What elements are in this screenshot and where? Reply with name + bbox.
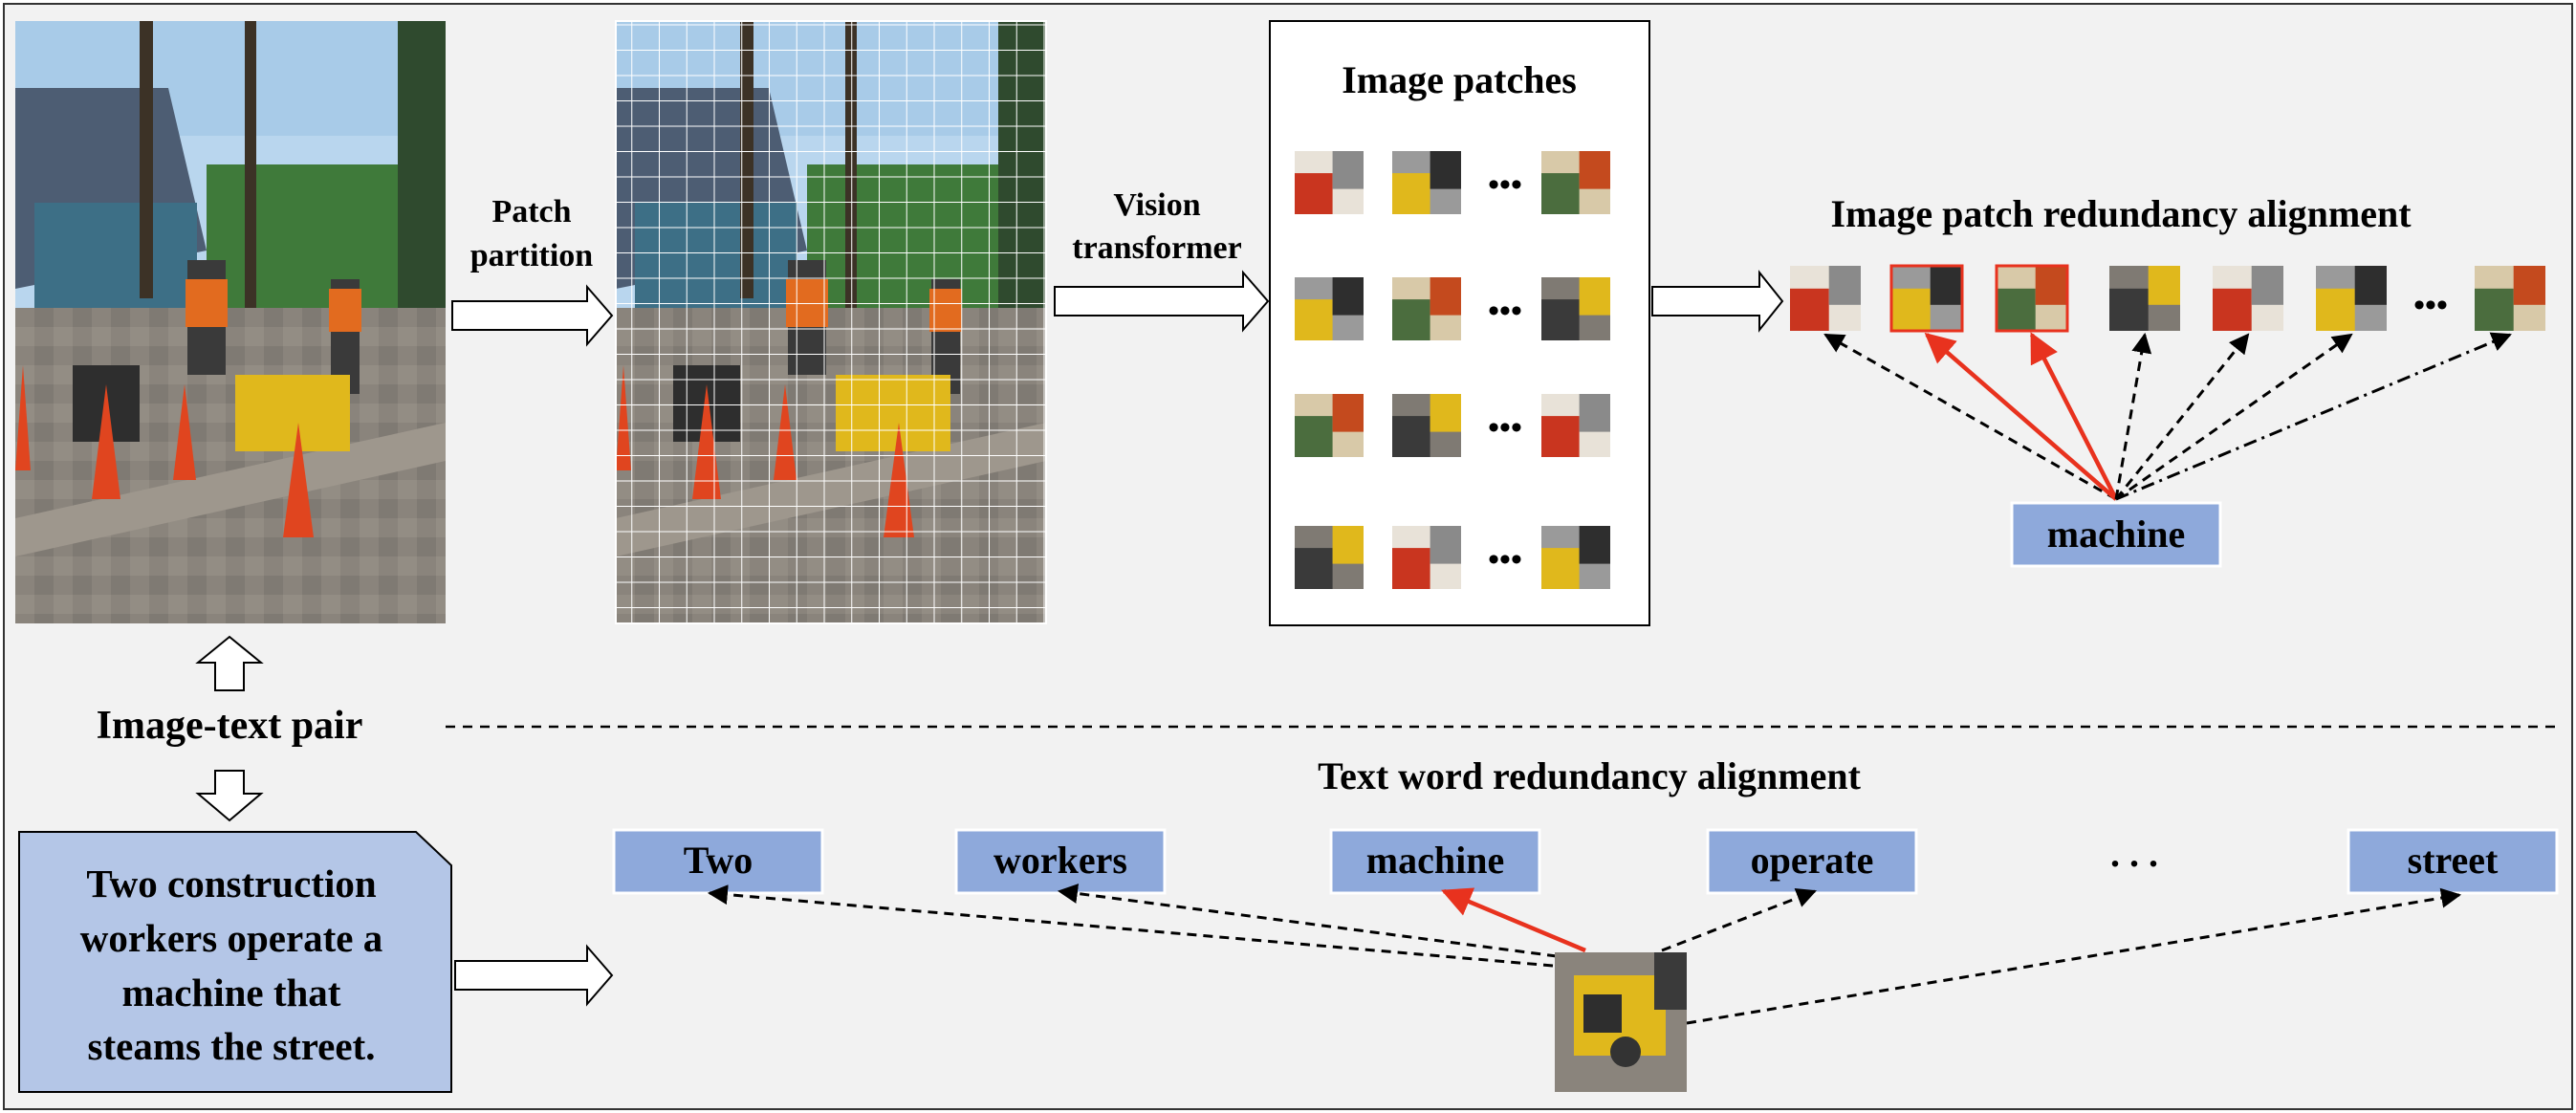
word-arrow-5 (1686, 887, 2462, 1025)
word-label-operate: operate (1751, 839, 1874, 882)
image-patch-alignment-title: Image patch redundancy alignment (1830, 192, 2412, 235)
image-patch-r4-3 (1541, 526, 1610, 589)
alignment-patch-row: ••• (1790, 264, 2545, 333)
word-box-two: Two (612, 828, 824, 895)
alignment-patch-7 (2475, 266, 2545, 331)
image-patch-r1-3 (1541, 151, 1610, 214)
alignment-patch-1 (1790, 266, 1861, 331)
patch-ellipsis-r1: ••• (1488, 167, 1522, 203)
image-patch-r4-1 (1295, 526, 1364, 589)
alignment-patch-ellipsis: ••• (2413, 288, 2448, 323)
caption-line-2: workers operate a (80, 916, 383, 960)
word-label-machine: machine (1366, 839, 1504, 882)
image-patches-grid: ••• ••• ••• ••• (1295, 151, 1610, 589)
word-label-street: street (2408, 839, 2499, 882)
image-text-pair-label: Image-text pair (97, 704, 363, 748)
patch-partition-label-line1: Patch (491, 194, 571, 229)
word-arrow-1 (707, 884, 1554, 968)
image-patch-r2-1 (1295, 277, 1364, 340)
word-arrow-4 (1661, 888, 1817, 952)
vision-transformer-arrow (1054, 270, 1270, 333)
alignment-patch-arrow-2 (1924, 332, 2118, 501)
query-image-patch (1555, 952, 1687, 1092)
patch-ellipsis-r4: ••• (1488, 542, 1522, 578)
alignment-patch-arrow-3 (2029, 332, 2119, 501)
image-patch-r3-1 (1295, 394, 1364, 457)
alignment-patch-3 (1995, 264, 2069, 333)
patch-ellipsis-r2: ••• (1488, 294, 1522, 329)
original-image (15, 21, 446, 623)
alignment-patch-arrow-4 (2114, 332, 2152, 500)
up-hollow-arrow (195, 635, 264, 691)
word-ellipsis: . . . (2110, 832, 2158, 875)
alignment-patch-arrow-5 (2114, 333, 2250, 500)
alignment-word-box (2010, 501, 2222, 568)
word-arrow-2 (1057, 884, 1558, 958)
caption-line-3: machine that (122, 971, 341, 1015)
alignment-patch-arrows (1823, 332, 2512, 501)
image-patch-r3-2 (1392, 394, 1461, 457)
alignment-word-row: Two workers machine operate street (612, 828, 2559, 895)
alignment-patch-4 (2109, 266, 2180, 331)
alignment-input-arrow (1651, 270, 1784, 333)
caption-text: Two construction workers operate a machi… (80, 862, 383, 1068)
patch-ellipsis-r3: ••• (1488, 410, 1522, 446)
caption-line-1: Two construction (86, 862, 377, 906)
image-patch-r1-2 (1392, 151, 1461, 214)
word-box-operate: operate (1706, 828, 1918, 895)
word-box-machine: machine (1329, 828, 1541, 895)
alignment-patch-arrow-1 (1823, 333, 2117, 501)
caption-box (18, 831, 452, 1093)
image-patch-r1-1 (1295, 151, 1364, 214)
alignment-patch-arrow-7 (2115, 332, 2512, 501)
alignment-patch-6 (2316, 266, 2387, 331)
word-arrow-3 (1441, 887, 1586, 953)
text-word-alignment-title: Text word redundancy alignment (1318, 754, 1862, 797)
down-hollow-arrow (195, 770, 264, 822)
word-box-street: street (2347, 828, 2559, 895)
caption-arrow (454, 944, 614, 1007)
patch-partition-label-line2: partition (470, 238, 594, 273)
partitioned-image (615, 20, 1047, 624)
image-patch-r4-2 (1392, 526, 1461, 589)
word-label-two: Two (684, 839, 753, 882)
patch-partition-arrow (451, 284, 614, 347)
word-box-workers: workers (954, 828, 1167, 895)
alignment-patch-5 (2213, 266, 2283, 331)
image-patches-title: Image patches (1342, 58, 1577, 101)
alignment-word-label: machine (2047, 513, 2185, 556)
alignment-patch-2 (1889, 264, 1964, 333)
alignment-word-arrows (707, 884, 2462, 1025)
image-patch-r2-3 (1541, 277, 1610, 340)
word-label-workers: workers (993, 839, 1127, 882)
vision-transformer-label-line1: Vision (1113, 187, 1200, 223)
image-patch-r3-3 (1541, 394, 1610, 457)
vision-transformer-label-line2: transformer (1072, 230, 1241, 266)
caption-line-4: steams the street. (88, 1024, 376, 1068)
image-patch-r2-2 (1392, 277, 1461, 340)
